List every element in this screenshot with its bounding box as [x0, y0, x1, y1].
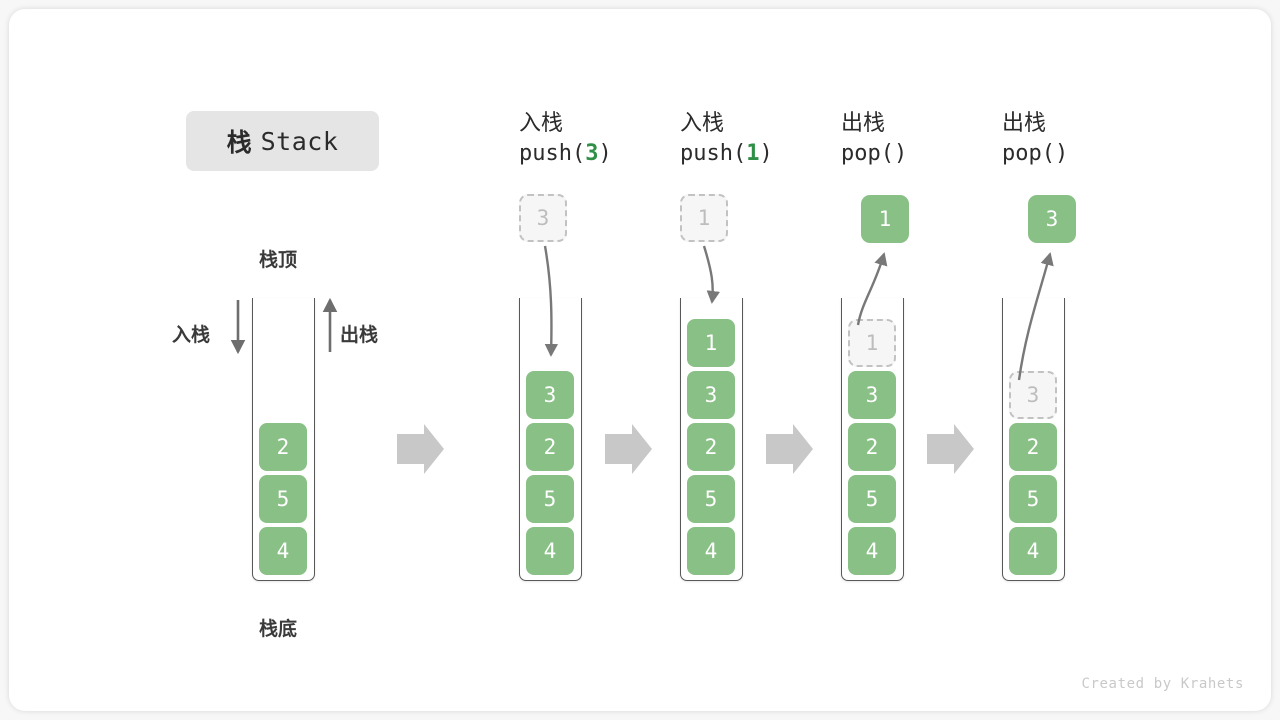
popped-cell-pop-2: 3 — [1028, 195, 1076, 243]
code-arg: 3 — [585, 141, 599, 166]
stack-top-label: 栈顶 — [259, 250, 298, 271]
step-header-cn: 入栈 — [519, 110, 564, 135]
push-direction-label: 入栈 — [172, 325, 211, 346]
stack-container-pop-2: 3 2 5 4 — [1002, 298, 1065, 581]
stack-container-pop-1: 1 3 2 5 4 — [841, 298, 904, 581]
stack-container-initial: 2 5 4 — [252, 298, 315, 581]
ghost-cell-push-3: 3 — [519, 194, 567, 242]
code-prefix: pop( — [841, 141, 894, 166]
step-header-code: pop() — [1002, 138, 1172, 170]
stack-cell: 5 — [848, 475, 896, 523]
stack-cell: 5 — [526, 475, 574, 523]
stack-cell: 1 — [687, 319, 735, 367]
step-header-code: push(3) — [519, 138, 689, 170]
stack-cell: 2 — [848, 423, 896, 471]
step-header-pop-1: 出栈 pop() — [841, 108, 1011, 170]
title-cn: 栈 — [226, 129, 252, 157]
stack-cell: 3 — [687, 371, 735, 419]
stack-cell: 4 — [259, 527, 307, 575]
code-suffix: ) — [598, 141, 612, 166]
code-suffix: ) — [1054, 141, 1069, 166]
stack-cell: 4 — [526, 527, 574, 575]
stack-cell: 5 — [1009, 475, 1057, 523]
stack-cell: 5 — [259, 475, 307, 523]
stack-cell: 3 — [848, 371, 896, 419]
step-header-push-1: 入栈 push(1) — [680, 108, 850, 170]
stack-cell: 2 — [687, 423, 735, 471]
code-suffix: ) — [893, 141, 908, 166]
step-header-cn: 出栈 — [1002, 110, 1047, 135]
step-header-code: pop() — [841, 138, 1011, 170]
stack-cell: 2 — [1009, 423, 1057, 471]
stack-cell: 4 — [1009, 527, 1057, 575]
stack-container-push-3: 3 2 5 4 — [519, 298, 582, 581]
stack-cell: 4 — [687, 527, 735, 575]
code-prefix: push( — [519, 141, 586, 166]
pop-direction-label: 出栈 — [340, 325, 379, 346]
step-header-push-3: 入栈 push(3) — [519, 108, 689, 170]
code-arg: 1 — [746, 141, 760, 166]
code-prefix: push( — [680, 141, 747, 166]
step-header-pop-2: 出栈 pop() — [1002, 108, 1172, 170]
step-header-cn: 出栈 — [841, 110, 886, 135]
stack-cell: 5 — [687, 475, 735, 523]
stack-cell: 3 — [526, 371, 574, 419]
ghost-cell-push-1: 1 — [680, 194, 728, 242]
step-header-code: push(1) — [680, 138, 850, 170]
stack-cell: 2 — [526, 423, 574, 471]
step-header-cn: 入栈 — [680, 110, 725, 135]
code-suffix: ) — [759, 141, 773, 166]
title-en: Stack — [260, 126, 339, 156]
code-prefix: pop( — [1002, 141, 1055, 166]
ghost-cell: 1 — [848, 319, 896, 367]
stack-bottom-label: 栈底 — [259, 619, 298, 640]
stack-cell: 2 — [259, 423, 307, 471]
ghost-cell: 3 — [1009, 371, 1057, 419]
watermark: Created by Krahets — [1081, 676, 1244, 692]
stack-cell: 4 — [848, 527, 896, 575]
title-badge: 栈 Stack — [186, 111, 379, 171]
stack-container-push-1: 1 3 2 5 4 — [680, 298, 743, 581]
popped-cell-pop-1: 1 — [861, 195, 909, 243]
